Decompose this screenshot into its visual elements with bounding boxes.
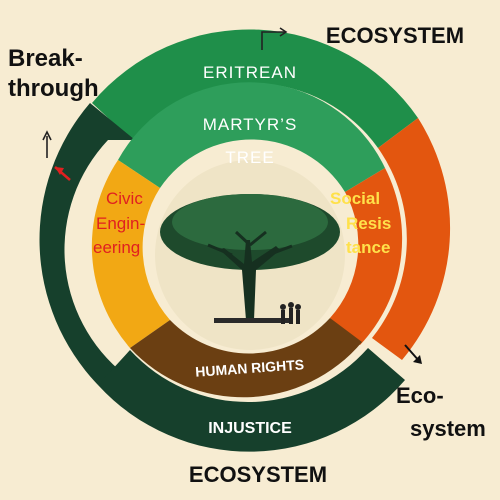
human-figures	[280, 302, 301, 324]
inner-top-label-1: MARTYR’S	[203, 115, 298, 134]
bottom-band-label: INJUSTICE	[208, 420, 292, 437]
bottom-right-arrow-icon	[404, 344, 422, 364]
left-label-2: Engin-	[96, 214, 145, 233]
top-left-label-2: through	[8, 75, 99, 102]
right-label-2: Resis	[346, 214, 391, 233]
top-band-label: ERITREAN	[203, 63, 297, 82]
inner-right-orange	[330, 168, 403, 345]
top-left-label-1: Break-	[8, 45, 83, 72]
bottom-right-label-1: Eco-	[396, 383, 444, 408]
top-arrow-icon	[261, 27, 288, 50]
inner-top-green	[118, 82, 385, 192]
top-right-ecosystem-label: ECOSYSTEM	[326, 23, 464, 48]
inner-left-yellow	[91, 160, 170, 348]
left-arrow-icon	[42, 130, 71, 181]
bottom-center-ecosystem-label: ECOSYSTEM	[189, 462, 327, 487]
right-label-3: tance	[346, 238, 390, 257]
top-green-band	[92, 29, 418, 148]
bottom-dark-band	[98, 348, 405, 452]
right-orange-band	[372, 118, 451, 360]
bottom-inner-label: HUMAN RIGHTS	[195, 356, 305, 380]
inner-top-label-2: TREE	[225, 148, 274, 167]
tree-illustration	[160, 194, 340, 323]
right-label-1: Social	[330, 189, 380, 208]
inner-bottom-brown	[130, 318, 362, 398]
left-label-3: eering	[93, 238, 140, 257]
left-label-1: Civic	[106, 189, 143, 208]
bottom-right-label-2: system	[410, 416, 486, 441]
